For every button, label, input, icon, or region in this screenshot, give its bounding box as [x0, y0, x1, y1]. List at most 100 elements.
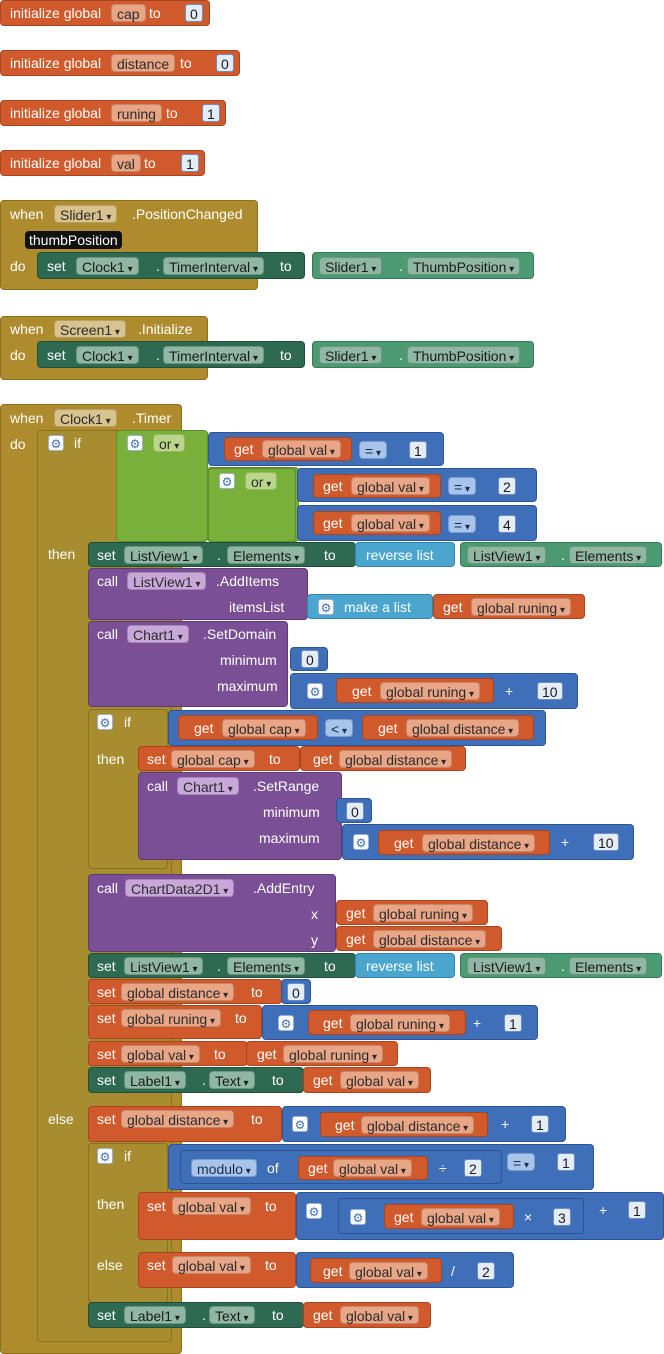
component-dropdown-slider[interactable]: Slider1 — [54, 205, 118, 223]
get-global-distance-block[interactable]: get global distance — [362, 715, 534, 740]
number-block[interactable]: 4 — [498, 515, 516, 533]
var-dropdown-val[interactable]: global val — [262, 440, 341, 458]
var-dropdown-distance[interactable]: global distance — [406, 719, 520, 737]
number-block[interactable]: 2 — [498, 477, 516, 495]
mutator-gear-icon[interactable]: ⚙ — [292, 1116, 308, 1132]
get-global-val-block[interactable]: get global val — [298, 1156, 428, 1180]
get-global-runing-block[interactable]: get global runing — [308, 1010, 466, 1035]
operator-dropdown-modulo[interactable]: modulo — [191, 1159, 257, 1177]
operator-dropdown-eq[interactable]: = — [448, 515, 476, 533]
number-block-wrap[interactable]: 0 — [281, 979, 311, 1004]
set-global-val-block[interactable]: set global val to — [88, 1041, 248, 1066]
mutator-gear-icon[interactable]: ⚙ — [97, 714, 113, 730]
number-block[interactable]: 10 — [537, 682, 563, 700]
var-dropdown-runing[interactable]: global runing — [350, 1014, 450, 1032]
var-dropdown-runing[interactable]: global runing — [283, 1045, 383, 1063]
get-global-runing-block[interactable]: get global runing — [336, 678, 494, 703]
number-block[interactable]: 2 — [464, 1159, 482, 1177]
reverse-list-block[interactable]: reverse list — [355, 542, 455, 567]
mutator-gear-icon[interactable]: ⚙ — [318, 599, 334, 615]
number-block[interactable]: 1 — [409, 441, 427, 459]
property-dropdown-elements[interactable]: Elements — [227, 957, 306, 975]
property-dropdown-thumbposition[interactable]: ThumbPosition — [407, 346, 521, 364]
operator-dropdown-lt[interactable]: < — [325, 719, 353, 737]
get-slider-thumbposition-block[interactable]: Slider1 . ThumbPosition — [312, 252, 534, 279]
set-clock-timerinterval-block[interactable]: set Clock1 . TimerInterval to — [37, 252, 305, 279]
get-global-distance-block[interactable]: get global distance — [336, 926, 502, 951]
var-dropdown-val[interactable]: global val — [351, 477, 430, 495]
var-dropdown-distance[interactable]: global distance — [121, 1110, 235, 1128]
operator-dropdown-or[interactable]: or — [153, 434, 186, 452]
get-slider-thumbposition-block[interactable]: Slider1 . ThumbPosition — [312, 341, 534, 368]
var-dropdown-distance[interactable]: global distance — [373, 930, 487, 948]
var-name-cap[interactable]: cap — [111, 4, 146, 22]
get-global-distance-block[interactable]: get global distance — [300, 746, 466, 771]
reverse-list-block[interactable]: reverse list — [355, 953, 455, 978]
component-dropdown-slider[interactable]: Slider1 — [319, 346, 383, 364]
number-block[interactable]: 1 — [628, 1201, 646, 1219]
number-block[interactable]: 1 — [202, 104, 220, 122]
call-listview-additems-block[interactable]: call ListView1 .AddItems itemsList — [88, 568, 308, 620]
set-listview-elements-block[interactable]: set ListView1 . Elements to — [88, 542, 356, 567]
property-dropdown-thumbposition[interactable]: ThumbPosition — [407, 257, 521, 275]
number-block[interactable]: 0 — [346, 802, 364, 820]
var-dropdown-val[interactable]: global val — [333, 1159, 412, 1177]
var-dropdown-runing[interactable]: global runing — [373, 904, 473, 922]
get-global-val-block[interactable]: get global val — [313, 511, 441, 535]
property-dropdown-elements[interactable]: Elements — [227, 546, 306, 564]
component-dropdown-listview[interactable]: ListView1 — [124, 957, 204, 975]
property-dropdown-text[interactable]: Text — [209, 1071, 255, 1089]
call-chartdata-addentry-block[interactable]: call ChartData2D1 .AddEntry x y — [88, 874, 336, 952]
var-dropdown-val[interactable]: global val — [172, 1197, 251, 1215]
property-dropdown-timerinterval[interactable]: TimerInterval — [163, 346, 264, 364]
set-global-distance-block[interactable]: set global distance to — [88, 979, 282, 1004]
number-block[interactable]: 10 — [593, 833, 619, 851]
init-global-runing-block[interactable]: initialize global runing to 1 — [0, 100, 226, 126]
component-dropdown-screen[interactable]: Screen1 — [54, 320, 126, 338]
var-dropdown-distance[interactable]: global distance — [339, 750, 453, 768]
mutator-gear-icon[interactable]: ⚙ — [306, 1203, 322, 1219]
mutator-gear-icon[interactable]: ⚙ — [97, 1148, 113, 1164]
number-block[interactable]: 2 — [477, 1262, 495, 1280]
var-dropdown-val[interactable]: global val — [340, 1071, 419, 1089]
get-global-runing-block[interactable]: get global runing — [433, 594, 585, 619]
component-dropdown-listview[interactable]: ListView1 — [467, 957, 547, 975]
init-global-cap-block[interactable]: initialize global cap to 0 — [0, 0, 210, 26]
number-block[interactable]: 0 — [301, 650, 319, 668]
var-dropdown-cap[interactable]: global cap — [171, 750, 255, 768]
mutator-gear-icon[interactable]: ⚙ — [307, 683, 323, 699]
var-dropdown-val[interactable]: global val — [172, 1256, 251, 1274]
get-global-val-block[interactable]: get global val — [310, 1258, 442, 1283]
param-thumbposition[interactable]: thumbPosition — [25, 231, 122, 249]
var-dropdown-runing[interactable]: global runing — [471, 598, 571, 616]
operator-dropdown-or[interactable]: or — [245, 472, 278, 490]
init-global-val-block[interactable]: initialize global val to 1 — [0, 150, 205, 176]
get-listview-elements-block[interactable]: ListView1 . Elements — [460, 953, 662, 978]
number-block-wrap[interactable]: 0 — [290, 647, 328, 671]
get-global-val-block[interactable]: get global val — [313, 474, 441, 498]
get-global-runing-block[interactable]: get global runing — [336, 900, 488, 925]
get-global-cap-block[interactable]: get global cap — [178, 715, 318, 740]
number-block[interactable]: 1 — [557, 1153, 575, 1171]
get-global-val-block[interactable]: get global val — [384, 1204, 514, 1229]
set-label-text-block[interactable]: set Label1 . Text to — [88, 1067, 304, 1093]
component-dropdown-chartdata[interactable]: ChartData2D1 — [125, 879, 235, 897]
number-block[interactable]: 1 — [504, 1014, 522, 1032]
property-dropdown-elements[interactable]: Elements — [569, 957, 648, 975]
set-label-text-block[interactable]: set Label1 . Text to — [88, 1302, 304, 1328]
logic-or-block[interactable]: ⚙ or — [208, 468, 296, 542]
mutator-gear-icon[interactable]: ⚙ — [278, 1015, 294, 1031]
call-chart-setdomain-block[interactable]: call Chart1 .SetDomain minimum maximum — [88, 621, 288, 707]
var-dropdown-distance[interactable]: global distance — [422, 834, 536, 852]
mutator-gear-icon[interactable]: ⚙ — [48, 435, 64, 451]
operator-dropdown-eq[interactable]: = — [507, 1153, 535, 1171]
mutator-gear-icon[interactable]: ⚙ — [353, 834, 369, 850]
mutator-gear-icon[interactable]: ⚙ — [127, 435, 143, 451]
set-global-runing-block[interactable]: set global runing to — [88, 1005, 262, 1039]
var-dropdown-cap[interactable]: global cap — [222, 719, 306, 737]
var-dropdown-val[interactable]: global val — [121, 1045, 200, 1063]
var-name-runing[interactable]: runing — [111, 104, 162, 122]
get-global-val-block[interactable]: get global val — [303, 1302, 431, 1328]
component-dropdown-clock[interactable]: Clock1 — [76, 346, 139, 364]
number-block[interactable]: 1 — [531, 1115, 549, 1133]
